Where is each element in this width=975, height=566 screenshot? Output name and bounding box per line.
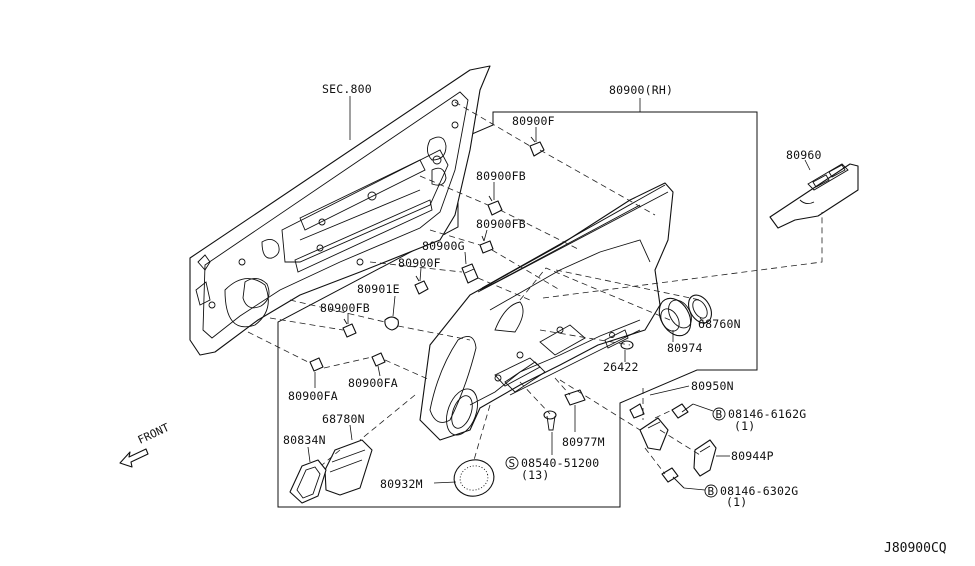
assembly-dashed-lines — [247, 101, 823, 475]
door-inner-panel — [189, 65, 491, 356]
leader-lines — [307, 96, 811, 491]
label-80834N: 80834N — [283, 433, 326, 447]
clip-80900FB-b — [479, 235, 494, 254]
marker-b-1: B — [712, 407, 726, 421]
label-80974: 80974 — [667, 341, 703, 355]
label-08146-6162G-qty: (1) — [734, 419, 755, 433]
label-80950N: 80950N — [691, 379, 734, 393]
front-arrow-icon — [119, 448, 149, 468]
bracket-80950N — [629, 403, 669, 451]
clip-80900G — [461, 263, 479, 284]
clip-80900FA-a — [309, 357, 324, 372]
speaker-grille-68760N — [687, 294, 713, 324]
label-80900FB-c: 80900FB — [320, 301, 370, 315]
label-80944P: 80944P — [731, 449, 774, 463]
marker-b-2-letter: B — [708, 485, 715, 498]
bolt-08146-6162G — [671, 403, 694, 419]
door-trim-panel — [419, 182, 674, 441]
label-08540-51200-qty: (13) — [521, 468, 550, 482]
clip-80900FA-b — [371, 352, 386, 367]
marker-s: S — [505, 456, 519, 470]
screw-08540-51200 — [543, 410, 557, 431]
handle-68780N — [324, 439, 373, 496]
label-26422: 26422 — [603, 360, 639, 374]
label-68760N: 68760N — [698, 317, 741, 331]
label-80977M: 80977M — [562, 435, 605, 449]
seal-26422 — [620, 340, 634, 350]
label-80960: 80960 — [786, 148, 822, 162]
clip-80900FB-a — [487, 195, 503, 216]
cap-80944P — [693, 439, 717, 477]
label-80900FA-b: 80900FA — [348, 376, 398, 390]
armrest-finisher-80960 — [769, 163, 859, 229]
marker-b-2: B — [704, 484, 718, 498]
label-80900FA-a: 80900FA — [288, 389, 338, 403]
label-08146-6302G-qty: (1) — [726, 495, 747, 509]
escutcheon-80834N — [289, 459, 327, 504]
clip-80977M — [564, 389, 586, 406]
label-80900F-mid: 80900F — [398, 256, 441, 270]
label-08146-6162G: 08146-6162G — [728, 407, 806, 421]
label-08146-6302G: 08146-6302G — [720, 484, 798, 498]
label-80900FB-b: 80900FB — [476, 217, 526, 231]
cover-80932M — [453, 459, 495, 497]
diagram-code: J80900CQ — [884, 541, 947, 556]
front-label: FRONT — [136, 421, 172, 447]
label-sec-800: SEC.800 — [322, 82, 372, 96]
label-assembly-80900rh: 80900(RH) — [609, 83, 673, 97]
label-68780N: 68780N — [322, 412, 365, 426]
label-80900G: 80900G — [422, 239, 465, 253]
marker-s-letter: S — [509, 457, 516, 470]
label-80901E: 80901E — [357, 282, 400, 296]
clip-80900F-mid — [414, 275, 429, 295]
label-08540-51200: 08540-51200 — [521, 456, 599, 470]
clip-80900F-top — [529, 136, 545, 157]
label-80900FB-a: 80900FB — [476, 169, 526, 183]
clip-80901E — [384, 316, 399, 331]
clip-80900FB-c — [342, 318, 357, 338]
label-80900F-top: 80900F — [512, 114, 555, 128]
speaker-80974 — [658, 297, 692, 337]
label-80932M: 80932M — [380, 477, 423, 491]
marker-b-1-letter: B — [716, 408, 723, 421]
bolt-08146-6302G — [661, 467, 685, 489]
